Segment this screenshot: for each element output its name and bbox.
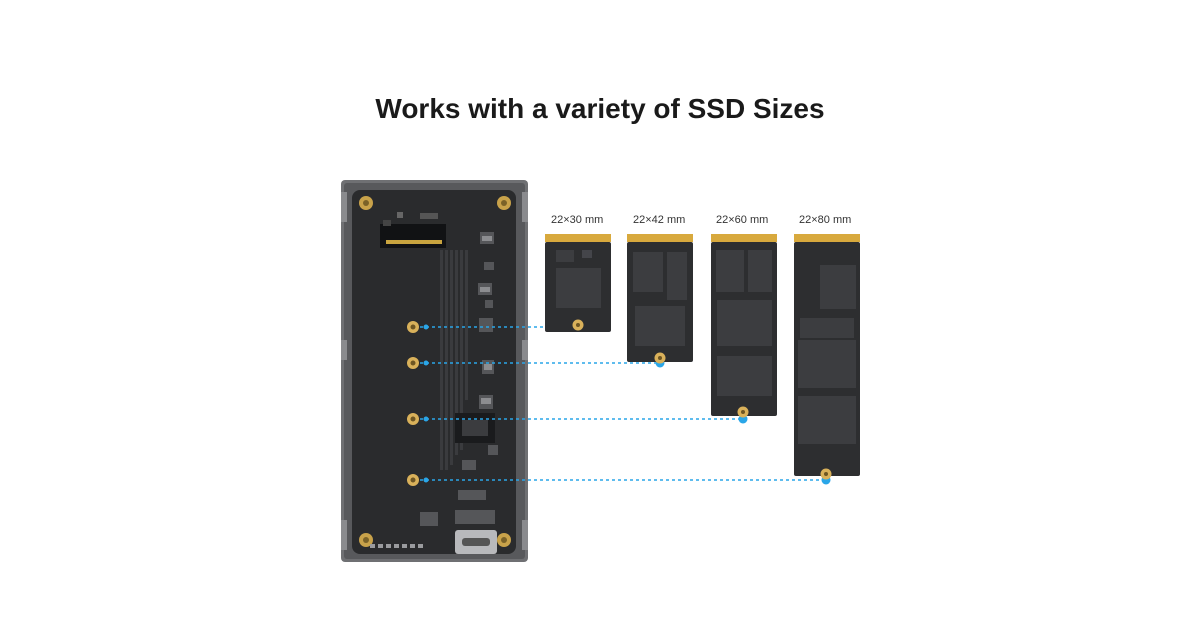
ssd-size-label-2230: 22×30 mm: [551, 214, 604, 226]
ssd-size-label-2280: 22×80 mm: [799, 214, 852, 226]
ssd-size-label-2242: 22×42 mm: [633, 214, 686, 226]
ssd-2230: [545, 234, 611, 332]
ssd-2280: [794, 234, 860, 480]
m2-connector: [380, 224, 446, 248]
page-title: Works with a variety of SSD Sizes: [375, 93, 825, 124]
ssd-2260: [711, 234, 777, 418]
ssd-2242: [627, 234, 693, 364]
mount-hole-icon: [407, 321, 419, 486]
ssd-size-label-2260: 22×60 mm: [716, 214, 769, 226]
ssd-enclosure: [341, 180, 528, 562]
alignment-guides: [420, 326, 824, 481]
